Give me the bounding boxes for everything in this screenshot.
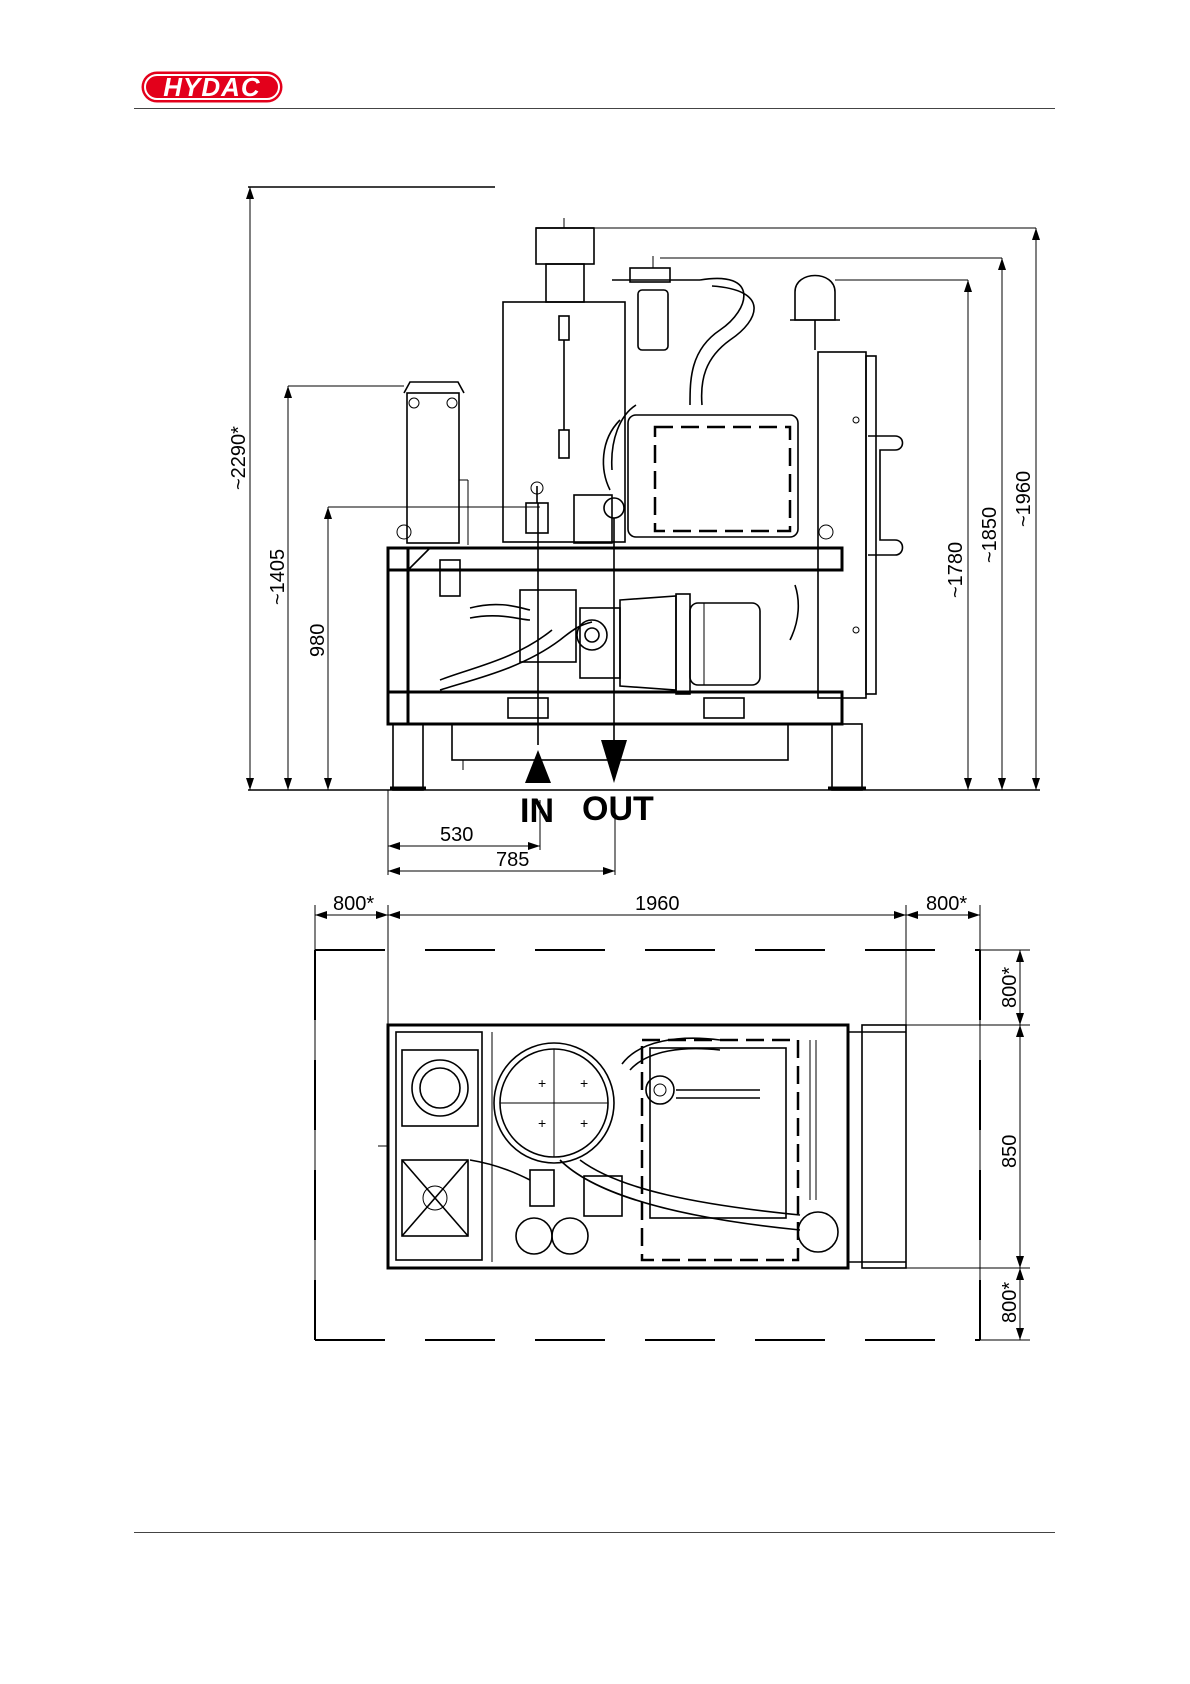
dim-785: 785 [496, 849, 529, 871]
dim-800-left: 800* [333, 893, 374, 915]
vertical-dimensions: ~2290* ~1405 980 ~1780 ~1850 ~1960 [228, 187, 1040, 790]
svg-text:+: + [580, 1115, 588, 1131]
in-label: IN [520, 792, 554, 830]
dim-850: 850 [999, 1135, 1021, 1168]
dim-530: 530 [440, 824, 473, 846]
dim-2290: ~2290* [228, 426, 250, 490]
dim-800-bottom: 800* [999, 1282, 1021, 1323]
out-label: OUT [582, 790, 654, 828]
dim-800-right: 800* [926, 893, 967, 915]
svg-text:+: + [580, 1075, 588, 1091]
dim-1960-vertical: ~1960 [1013, 471, 1035, 527]
svg-text:+: + [538, 1115, 546, 1131]
dim-1780: ~1780 [945, 542, 967, 598]
svg-text:+: + [538, 1075, 546, 1091]
dim-1405: ~1405 [267, 549, 289, 605]
horizontal-dimensions: 530 785 [388, 790, 615, 875]
dim-800-top: 800* [999, 967, 1021, 1008]
footer-rule [134, 1532, 1055, 1533]
side-view: IN OUT ~2290 [228, 187, 1040, 875]
dim-980: 980 [307, 624, 329, 657]
dim-1850: ~1850 [979, 507, 1001, 563]
top-view: 800* 1960 800* 800* 850 800* [315, 893, 1030, 1340]
dim-1960-horizontal: 1960 [635, 893, 680, 915]
